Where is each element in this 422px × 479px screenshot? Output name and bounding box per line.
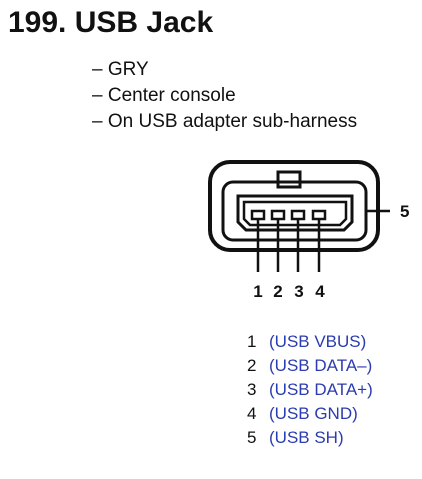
pin-number-3: 3 [294,282,303,301]
legend-pin-number: 3 [247,380,257,399]
legend-item: 5 (USB SH) [247,426,373,450]
connector-tongue-inner [242,200,348,227]
pin-number-1: 1 [253,282,262,301]
legend-signal: (USB GND) [269,404,358,423]
connector-housing [208,160,380,252]
legend-pin-number: 2 [247,356,257,375]
terminal-2 [270,209,286,221]
page-title: 199. USB Jack [8,6,214,39]
legend-signal: (USB DATA+) [269,380,373,399]
legend-signal: (USB SH) [269,428,344,447]
pin-legend: 1 (USB VBUS) 2 (USB DATA–) 3 (USB DATA+) 4 (… [247,330,373,450]
connector-info-list: – GRY – Center console – On USB adapter … [92,57,357,135]
pin-number-4: 4 [315,282,325,301]
terminal-4 [311,209,327,221]
connector-tongue-outer [236,194,354,232]
info-harness: – On USB adapter sub-harness [92,111,358,132]
legend-pin-number: 1 [247,332,257,351]
legend-item: 3 (USB DATA+) [247,378,373,402]
info-color: – GRY [92,59,149,80]
legend-item: 2 (USB DATA–) [247,354,373,378]
legend-pin-number: 5 [247,428,257,447]
pin-number-2: 2 [273,282,282,301]
legend-item: 1 (USB VBUS) [247,330,373,354]
info-location: – Center console [92,85,236,106]
connector-lock-tab [276,170,302,189]
legend-signal: (USB VBUS) [269,332,367,351]
legend-pin-number: 4 [247,404,257,423]
legend-item: 4 (USB GND) [247,402,373,426]
legend-signal: (USB DATA–) [269,356,373,375]
pin-number-5: 5 [400,202,409,221]
terminal-3 [290,209,306,221]
terminal-1 [250,209,266,221]
